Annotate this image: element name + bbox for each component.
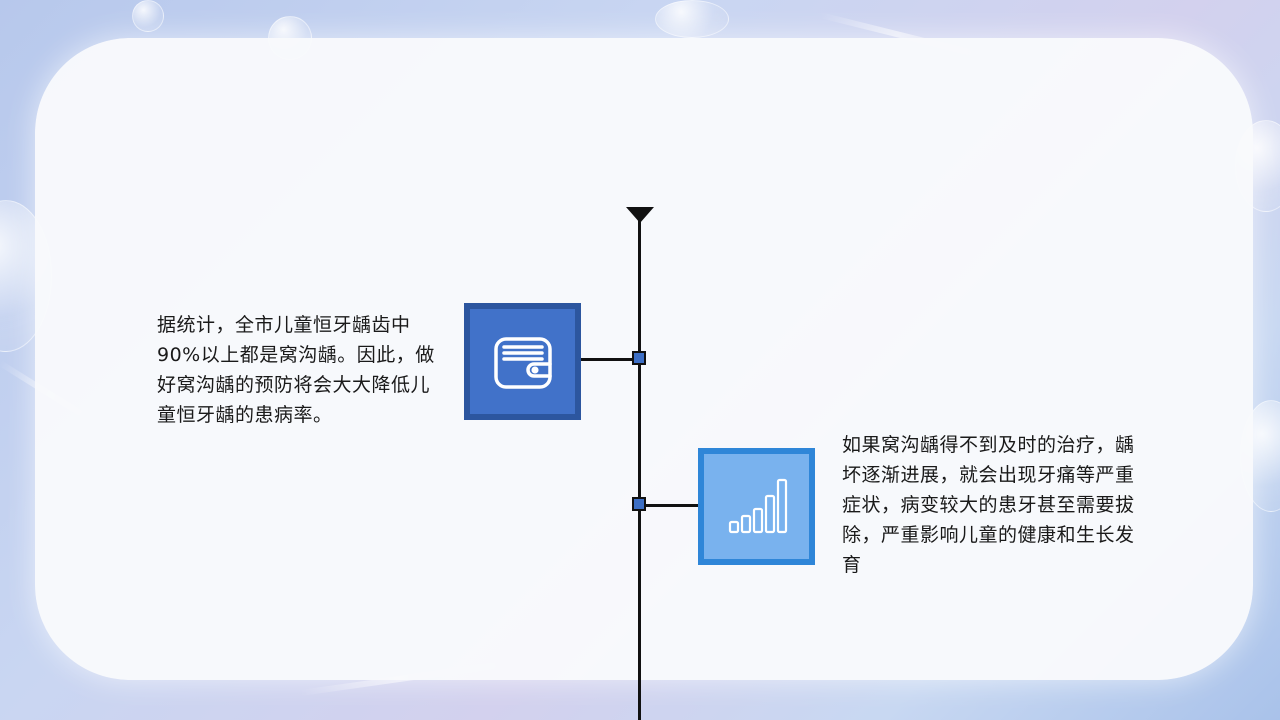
signal-bars-icon <box>728 478 787 533</box>
wallet-icon <box>493 336 552 389</box>
background-bubble <box>132 0 164 32</box>
icon-box-1 <box>464 303 581 420</box>
timeline-node-2 <box>632 497 646 511</box>
connector-2 <box>640 504 700 507</box>
icon-box-2 <box>698 448 815 565</box>
background-bubble <box>655 0 729 38</box>
description-text-1: 据统计，全市儿童恒牙龋齿中90%以上都是窝沟龋。因此，做好窝沟龋的预防将会大大降… <box>157 314 435 426</box>
description-text-2: 如果窝沟龋得不到及时的治疗，龋坏逐渐进展，就会出现牙痛等严重症状，病变较大的患牙… <box>842 434 1135 576</box>
timeline-line <box>638 214 641 720</box>
timeline-node-1 <box>632 351 646 365</box>
connector-1 <box>580 358 640 361</box>
